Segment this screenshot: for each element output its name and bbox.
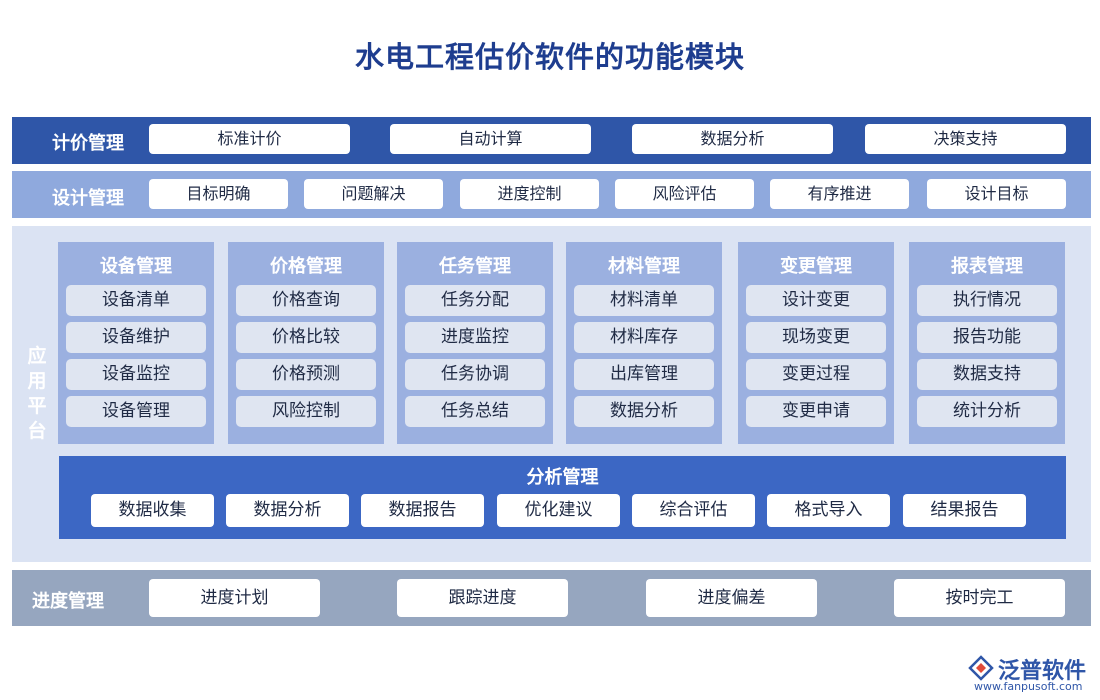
analysis-item: 数据收集 — [91, 494, 214, 527]
module-item: 数据支持 — [917, 359, 1057, 390]
module-item: 设计变更 — [746, 285, 886, 316]
module-item: 出库管理 — [574, 359, 714, 390]
page-title: 水电工程估价软件的功能模块 — [354, 40, 745, 74]
module-item: 风险控制 — [236, 396, 376, 427]
module-item: 设备维护 — [66, 322, 206, 353]
module-item: 报告功能 — [917, 322, 1057, 353]
pricing-label: 计价管理 — [52, 133, 124, 154]
design-item: 设计目标 — [927, 179, 1066, 209]
analysis-item: 结果报告 — [903, 494, 1026, 527]
design-band: 设计管理 目标明确 问题解决 进度控制 风险评估 有序推进 设计目标 — [12, 171, 1091, 218]
analysis-item: 优化建议 — [497, 494, 620, 527]
module-item: 任务总结 — [405, 396, 545, 427]
module-item: 设备清单 — [66, 285, 206, 316]
module-item: 任务协调 — [405, 359, 545, 390]
module-item: 价格查询 — [236, 285, 376, 316]
schedule-item: 跟踪进度 — [397, 579, 568, 617]
module-change: 变更管理 设计变更 现场变更 变更过程 变更申请 — [738, 242, 894, 444]
module-title: 设备管理 — [100, 256, 172, 277]
module-item: 数据分析 — [574, 396, 714, 427]
module-item: 现场变更 — [746, 322, 886, 353]
logo-name: 泛普软件 — [998, 659, 1087, 684]
analysis-item: 数据分析 — [226, 494, 349, 527]
pricing-item: 决策支持 — [865, 124, 1066, 154]
module-title: 报表管理 — [951, 256, 1023, 277]
analysis-item: 综合评估 — [632, 494, 755, 527]
design-item: 风险评估 — [615, 179, 754, 209]
module-title: 材料管理 — [608, 256, 680, 277]
pricing-item: 数据分析 — [632, 124, 833, 154]
module-item: 设备监控 — [66, 359, 206, 390]
module-title: 变更管理 — [780, 256, 852, 277]
module-item: 材料清单 — [574, 285, 714, 316]
module-item: 进度监控 — [405, 322, 545, 353]
logo-url: www.fanpusoft.com — [974, 680, 1083, 693]
module-title: 任务管理 — [439, 256, 511, 277]
platform-band: 应用平台 设备管理 设备清单 设备维护 设备监控 设备管理 价格管理 价格查询 … — [12, 226, 1091, 562]
design-item: 有序推进 — [770, 179, 909, 209]
schedule-item: 进度偏差 — [646, 579, 817, 617]
pricing-item: 自动计算 — [390, 124, 591, 154]
module-item: 任务分配 — [405, 285, 545, 316]
schedule-item: 进度计划 — [149, 579, 320, 617]
module-item: 变更申请 — [746, 396, 886, 427]
schedule-item: 按时完工 — [894, 579, 1065, 617]
pricing-band: 计价管理 标准计价 自动计算 数据分析 决策支持 — [12, 117, 1091, 164]
module-item: 变更过程 — [746, 359, 886, 390]
module-item: 价格预测 — [236, 359, 376, 390]
module-item: 设备管理 — [66, 396, 206, 427]
analysis-panel: 分析管理 数据收集 数据分析 数据报告 优化建议 综合评估 格式导入 结果报告 — [59, 456, 1066, 539]
module-item: 统计分析 — [917, 396, 1057, 427]
design-item: 进度控制 — [460, 179, 599, 209]
module-item: 价格比较 — [236, 322, 376, 353]
module-title: 价格管理 — [270, 256, 342, 277]
platform-label: 应用平台 — [27, 345, 47, 442]
schedule-band: 进度管理 进度计划 跟踪进度 进度偏差 按时完工 — [12, 570, 1091, 626]
design-item: 问题解决 — [304, 179, 443, 209]
module-equipment: 设备管理 设备清单 设备维护 设备监控 设备管理 — [58, 242, 214, 444]
fanpu-logo-icon — [968, 655, 994, 681]
pricing-item: 标准计价 — [149, 124, 350, 154]
analysis-item: 数据报告 — [361, 494, 484, 527]
module-item: 执行情况 — [917, 285, 1057, 316]
design-item: 目标明确 — [149, 179, 288, 209]
module-price: 价格管理 价格查询 价格比较 价格预测 风险控制 — [228, 242, 384, 444]
module-report: 报表管理 执行情况 报告功能 数据支持 统计分析 — [909, 242, 1065, 444]
brand-logo: 泛普软件 www.fanpusoft.com — [968, 651, 1094, 695]
module-task: 任务管理 任务分配 进度监控 任务协调 任务总结 — [397, 242, 553, 444]
analysis-item: 格式导入 — [767, 494, 890, 527]
module-material: 材料管理 材料清单 材料库存 出库管理 数据分析 — [566, 242, 722, 444]
module-item: 材料库存 — [574, 322, 714, 353]
analysis-title: 分析管理 — [526, 467, 599, 488]
schedule-label: 进度管理 — [32, 591, 104, 612]
design-label: 设计管理 — [52, 188, 124, 209]
